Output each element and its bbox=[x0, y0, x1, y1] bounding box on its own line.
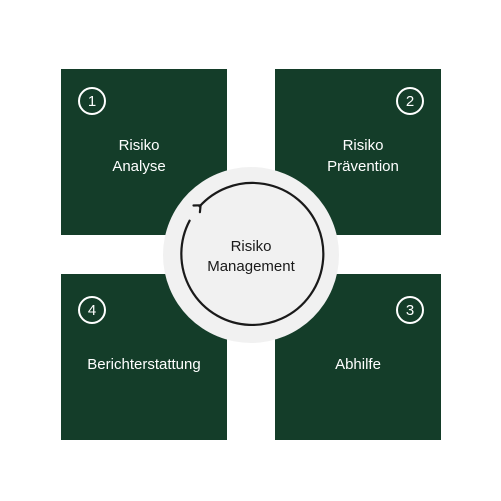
step-3-label: Abhilfe bbox=[275, 354, 441, 375]
step-2-number-badge: 2 bbox=[396, 87, 424, 115]
step-3-label-line1: Abhilfe bbox=[335, 356, 381, 373]
step-1-label-line2: Analyse bbox=[112, 158, 166, 175]
step-1-label: Risiko Analyse bbox=[56, 135, 222, 177]
center-title-line1: Risiko bbox=[230, 238, 272, 255]
center-ring bbox=[163, 167, 339, 343]
circular-arrow-icon bbox=[180, 181, 325, 327]
step-1-label-line1: Risiko bbox=[118, 137, 160, 154]
center-title: Risiko Management bbox=[163, 237, 339, 277]
step-4-label-line1: Berichterstattung bbox=[87, 356, 201, 373]
step-3-number-badge: 3 bbox=[396, 296, 424, 324]
center-title-line2: Management bbox=[207, 258, 295, 275]
step-1-box: 1 Risiko Analyse bbox=[61, 69, 227, 235]
step-4-number-badge: 4 bbox=[78, 296, 106, 324]
step-2-label-line2: Prävention bbox=[327, 158, 399, 175]
step-4-label: Berichterstattung bbox=[61, 354, 227, 375]
step-2-label-line1: Risiko bbox=[342, 137, 384, 154]
step-1-number-badge: 1 bbox=[78, 87, 106, 115]
step-2-label: Risiko Prävention bbox=[280, 135, 446, 177]
